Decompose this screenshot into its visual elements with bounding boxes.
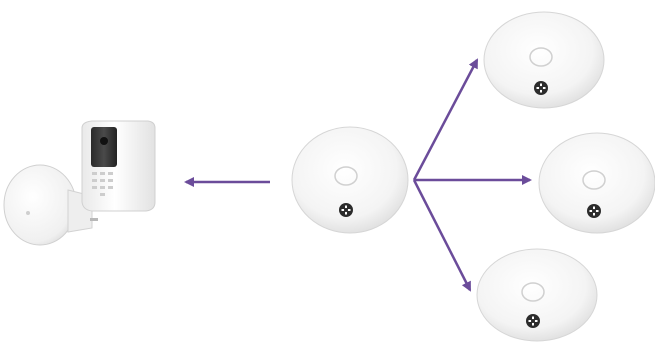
smoke-detector-icon [534,81,548,95]
top-smoke-detector [483,11,605,109]
smoke-detector-icon [526,314,540,328]
center-smoke-detector [291,126,409,234]
smoke-detector-icon [339,203,353,217]
smoke-detector-icon [587,204,601,218]
connection-arrows [184,58,532,292]
bottom-smoke-detector [476,248,598,342]
arrow-to-detector-top [412,58,479,181]
arrow-to-detector-bottom [412,179,472,292]
plug-in-repeater-icon [3,164,98,246]
middle-smoke-detector [538,132,655,234]
security-hub-icon [81,120,156,212]
